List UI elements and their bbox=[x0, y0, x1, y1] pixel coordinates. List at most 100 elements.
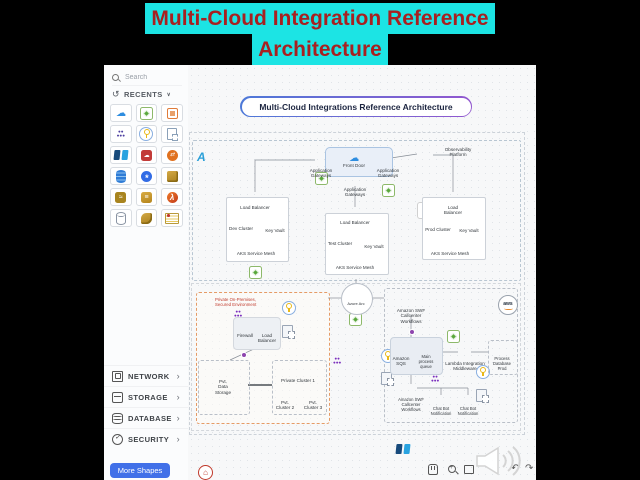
sidebar-section-security[interactable]: SECURITY› bbox=[104, 428, 188, 449]
private-clusters-box[interactable] bbox=[272, 360, 327, 415]
shape-process-queue[interactable] bbox=[135, 188, 158, 206]
app-gateway-icon[interactable] bbox=[382, 184, 395, 197]
aws-logo[interactable]: aws bbox=[498, 295, 518, 315]
history-icon: ↺ bbox=[112, 89, 120, 99]
queue-icon bbox=[140, 191, 152, 203]
diagram-title: Multi-Cloud Integrations Reference Archi… bbox=[241, 97, 471, 116]
shape-chat-notification[interactable] bbox=[161, 209, 183, 227]
notification-icon bbox=[165, 212, 180, 224]
shape-observability[interactable] bbox=[161, 104, 183, 122]
database-outline-icon bbox=[115, 211, 126, 225]
service-mesh-icon[interactable] bbox=[381, 372, 395, 386]
more-shapes-button[interactable]: More Shapes bbox=[110, 463, 170, 478]
diagram-outer-frame[interactable] bbox=[189, 132, 525, 435]
connector-dot[interactable] bbox=[241, 352, 247, 358]
dev-cluster-box[interactable] bbox=[226, 197, 289, 262]
shape-aws-lambda[interactable] bbox=[161, 188, 183, 206]
shape-service-mesh[interactable] bbox=[161, 125, 183, 143]
chevron-right-icon: › bbox=[176, 434, 180, 444]
undo-icon[interactable]: ↶ bbox=[511, 463, 520, 474]
shape-search[interactable] bbox=[112, 70, 182, 86]
shape-amazon-sns[interactable] bbox=[135, 209, 158, 227]
azure-arc-node[interactable] bbox=[341, 283, 373, 315]
sidebar-section-network[interactable]: NETWORK› bbox=[104, 365, 188, 386]
onprem-lb-label: Load Balancer bbox=[257, 333, 277, 344]
storage-icon bbox=[112, 391, 123, 403]
observability-label: Observability Platform bbox=[444, 147, 472, 158]
zoom-in-icon[interactable] bbox=[448, 465, 456, 473]
cluster-hexagons-icon[interactable] bbox=[431, 375, 439, 382]
key-vault-icon[interactable] bbox=[281, 301, 296, 315]
process-db-label: Process Database Prod bbox=[493, 356, 511, 371]
shape-azure-arc[interactable] bbox=[110, 146, 132, 164]
cluster-hexagons-icon[interactable] bbox=[333, 357, 341, 364]
database-section-icon bbox=[112, 412, 123, 424]
pan-tool-icon[interactable] bbox=[428, 464, 438, 475]
test-cluster-label: Test Cluster bbox=[327, 241, 353, 246]
firewall-label: Firewall bbox=[237, 333, 253, 338]
shape-kubernetes[interactable] bbox=[135, 167, 158, 185]
prod-cluster-box[interactable] bbox=[422, 197, 486, 260]
chevron-down-icon: ∨ bbox=[166, 91, 172, 98]
fit-page-icon[interactable] bbox=[464, 465, 474, 474]
shape-front-door[interactable] bbox=[110, 104, 132, 122]
firewall-icon bbox=[140, 149, 152, 161]
search-input[interactable] bbox=[123, 73, 175, 82]
shape-database[interactable] bbox=[110, 167, 132, 185]
pvt-storage-label: Pvt. Data Storage bbox=[214, 379, 232, 395]
shape-firewall[interactable] bbox=[135, 146, 158, 164]
private-cluster1-label: Private Cluster 1 bbox=[281, 378, 315, 383]
pvt-data-storage-box[interactable] bbox=[198, 360, 250, 415]
shape-amazon-sqs[interactable] bbox=[110, 188, 132, 206]
shape-database-outline[interactable] bbox=[110, 209, 132, 227]
test-cluster-box[interactable] bbox=[325, 213, 389, 275]
app-gateway-icon[interactable] bbox=[315, 172, 328, 185]
sidebar-section-storage[interactable]: STORAGE › bbox=[104, 386, 188, 407]
section-label: STORAGE bbox=[128, 392, 168, 402]
gateway-diamond-icon bbox=[139, 106, 153, 120]
recents-header[interactable]: ↺ RECENTS ∨ bbox=[112, 89, 171, 100]
shape-key-vault[interactable] bbox=[135, 125, 158, 143]
sidebar-section-database[interactable]: DATABASE› bbox=[104, 407, 188, 428]
app-gateway-label: Application Gateways bbox=[376, 168, 400, 179]
lambda-label: Lambda Integration Middleware bbox=[445, 361, 485, 372]
shield-icon bbox=[112, 433, 123, 445]
connectors bbox=[229, 153, 488, 395]
redo-icon[interactable]: ↷ bbox=[525, 463, 534, 474]
key-vault-label: Key Vault bbox=[265, 228, 285, 233]
aws-logo-text: aws bbox=[503, 301, 513, 307]
azure-region[interactable] bbox=[192, 140, 521, 281]
load-balancer-icon[interactable] bbox=[447, 330, 460, 343]
load-balancer-icon[interactable] bbox=[249, 266, 262, 279]
front-door-group[interactable] bbox=[325, 147, 393, 177]
process-db-box[interactable] bbox=[488, 340, 518, 375]
service-mesh-icon[interactable] bbox=[476, 389, 490, 403]
shape-amazon-swf[interactable] bbox=[161, 167, 183, 185]
shape-load-balancer[interactable] bbox=[161, 146, 183, 164]
aks-mesh-label: AKS Service Mesh bbox=[335, 265, 375, 270]
onprem-title: Private On-Premises, Secured Environment bbox=[215, 297, 257, 308]
azure-logo[interactable]: A bbox=[197, 150, 206, 164]
chatbot-label: Chat Bot Notification bbox=[457, 406, 479, 416]
service-mesh-icon[interactable] bbox=[282, 325, 296, 339]
diagram-canvas[interactable]: Multi-Cloud Integrations Reference Archi… bbox=[188, 65, 536, 480]
shape-application-gateway[interactable] bbox=[135, 104, 158, 122]
app-gateway-label: Application Gateways bbox=[343, 187, 367, 198]
key-vault-label: Key Vault bbox=[364, 244, 384, 249]
diagram-title-node[interactable]: Multi-Cloud Integrations Reference Archi… bbox=[240, 96, 472, 117]
chevron-right-icon: › bbox=[176, 392, 180, 402]
home-icon[interactable] bbox=[198, 465, 213, 480]
aks-mesh-label: AKS Service Mesh bbox=[430, 251, 470, 256]
firewall-lb-group[interactable] bbox=[233, 317, 281, 350]
swf-cube-icon bbox=[166, 170, 178, 182]
swf-bottom-label: Amazon SWF Callcenter Workflows bbox=[398, 397, 424, 412]
shape-aks-cluster[interactable] bbox=[110, 125, 132, 143]
pvt-cluster3-label: Pvt. Cluster 3 bbox=[303, 400, 323, 411]
load-balancer-label: Load Balancer bbox=[443, 205, 463, 216]
onprem-region[interactable] bbox=[196, 292, 330, 424]
connector-dot[interactable] bbox=[409, 329, 415, 335]
azure-arc-label: Azure Arc bbox=[347, 301, 365, 306]
sqs-group[interactable] bbox=[390, 337, 443, 375]
sqs-label: Amazon SQS bbox=[392, 356, 410, 367]
chatbot-label: Chat Bot Notification bbox=[430, 406, 452, 416]
